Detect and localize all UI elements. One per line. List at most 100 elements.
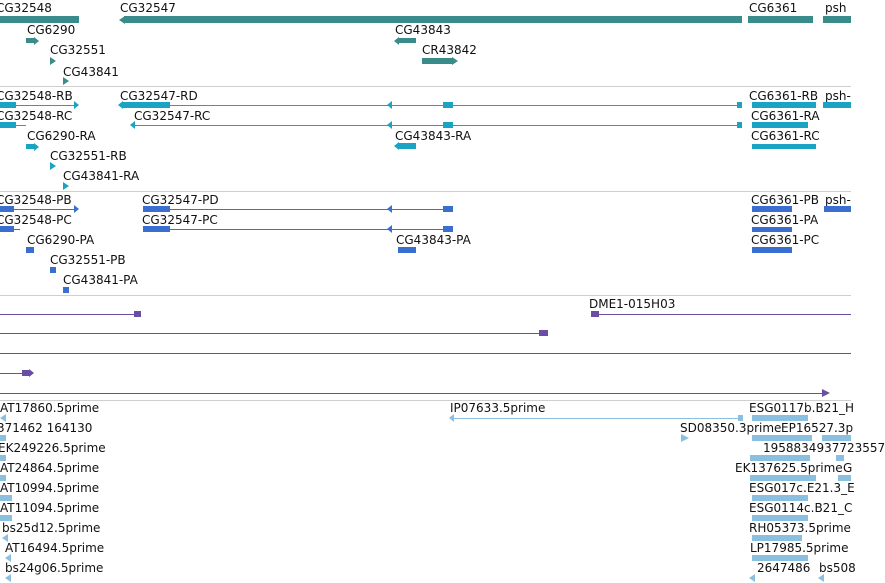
strand-arrow-left-icon — [387, 225, 392, 233]
cds[interactable] — [443, 206, 453, 212]
exon[interactable] — [122, 102, 170, 108]
protein-label: CG32551-PB — [50, 253, 126, 267]
cds[interactable] — [26, 247, 34, 253]
transcript-label: CG6290-RA — [27, 129, 96, 143]
gene-feature[interactable] — [422, 58, 452, 64]
est-block[interactable] — [752, 555, 808, 561]
est-label: EK137625.5prime — [735, 461, 843, 475]
est-label: bs25d12.5prime — [2, 521, 101, 535]
clone-feature[interactable] — [0, 373, 24, 374]
clone-feature[interactable] — [0, 314, 136, 315]
exon[interactable] — [26, 144, 34, 149]
exon[interactable] — [752, 144, 816, 149]
clone-feature[interactable] — [0, 353, 851, 354]
transcript-label: CG6361-RC — [751, 129, 820, 143]
strand-arrow-right-icon — [29, 369, 34, 377]
est-block[interactable] — [0, 475, 6, 481]
strand-arrow-right-icon — [452, 57, 458, 65]
intron — [170, 229, 451, 230]
exon[interactable] — [737, 102, 742, 108]
est-label: EP16527.3p — [781, 421, 854, 435]
est-label: LP17985.5prime — [750, 541, 849, 555]
protein-label: psh- — [825, 193, 851, 207]
est-block[interactable] — [752, 495, 808, 501]
cds[interactable] — [143, 226, 170, 232]
exon[interactable] — [0, 122, 16, 128]
est-block[interactable] — [750, 475, 816, 481]
gene-label: CG32551 — [50, 43, 106, 57]
transcript-label: CG43843-RA — [395, 129, 472, 143]
gene-feature[interactable] — [26, 38, 34, 43]
clone-feature[interactable] — [0, 393, 823, 394]
gene-feature[interactable] — [0, 16, 79, 23]
cds[interactable] — [752, 227, 792, 232]
cds[interactable] — [0, 226, 14, 232]
gene-feature[interactable] — [748, 16, 813, 23]
est-block[interactable] — [836, 455, 844, 461]
track-separator — [0, 295, 851, 296]
est-block[interactable] — [0, 515, 12, 521]
gene-label: CG6290 — [27, 23, 76, 37]
cds[interactable] — [50, 267, 56, 273]
protein-label: CG6290-PA — [27, 233, 95, 247]
exon[interactable] — [443, 122, 453, 128]
est-block[interactable] — [0, 455, 6, 461]
strand-arrow-left-icon — [118, 101, 123, 109]
exon[interactable] — [398, 143, 416, 149]
strand-arrow-left-icon — [387, 101, 392, 109]
est-block[interactable] — [822, 435, 851, 441]
est-block[interactable] — [838, 475, 851, 481]
exon[interactable] — [737, 122, 742, 128]
gene-feature[interactable] — [823, 16, 851, 23]
exon[interactable] — [443, 102, 453, 108]
transcript-label: CG32548-RC — [0, 109, 73, 123]
clone-feature[interactable] — [0, 333, 541, 334]
est-label: 1958834937723557 — [763, 441, 885, 455]
est-block[interactable] — [750, 455, 810, 461]
est-feature[interactable] — [453, 418, 739, 419]
est-label: SD08350.3prime — [680, 421, 782, 435]
exon[interactable] — [752, 102, 816, 108]
exon[interactable] — [0, 102, 16, 108]
cds[interactable] — [398, 247, 416, 253]
gene-feature[interactable] — [124, 16, 742, 23]
cds[interactable] — [443, 226, 453, 232]
est-block[interactable] — [0, 495, 12, 501]
est-block[interactable] — [752, 535, 802, 541]
est-block[interactable] — [0, 435, 6, 441]
track-separator — [0, 400, 851, 401]
cds[interactable] — [752, 206, 792, 212]
est-label: AT17860.5prime — [0, 401, 100, 415]
clone-feature[interactable] — [599, 314, 851, 315]
est-block[interactable] — [752, 435, 812, 441]
gene-label: psh — [825, 1, 847, 15]
strand-arrow-right-icon — [34, 142, 39, 151]
strand-arrow-left-icon — [5, 554, 11, 562]
protein-label: CG32548-PC — [0, 213, 72, 227]
clone-end — [22, 370, 29, 376]
est-label: ESG0117b.B21_H — [749, 401, 854, 415]
intron — [170, 209, 451, 210]
strand-arrow-right-icon — [74, 205, 79, 213]
cds[interactable] — [752, 247, 792, 253]
est-label: 2647486 — [757, 561, 811, 575]
cds[interactable] — [824, 206, 851, 212]
transcript-label: CG6361-RA — [751, 109, 820, 123]
est-label: 371462 164130 — [0, 421, 93, 435]
gene-feature[interactable] — [398, 38, 416, 43]
strand-arrow-left-icon — [449, 414, 454, 422]
exon[interactable] — [823, 102, 851, 108]
cds[interactable] — [63, 287, 69, 293]
strand-arrow-left-icon — [749, 574, 755, 582]
est-label: bs508 — [819, 561, 856, 575]
est-block[interactable] — [752, 415, 808, 421]
strand-arrow-right-icon — [50, 162, 56, 170]
exon[interactable] — [752, 122, 808, 128]
cds[interactable] — [143, 206, 170, 212]
transcript-label: CG32548-RB — [0, 89, 73, 103]
protein-label: CG43843-PA — [396, 233, 471, 247]
gene-label: CG32547 — [120, 1, 176, 15]
cds[interactable] — [0, 206, 14, 212]
est-block[interactable] — [752, 515, 808, 521]
